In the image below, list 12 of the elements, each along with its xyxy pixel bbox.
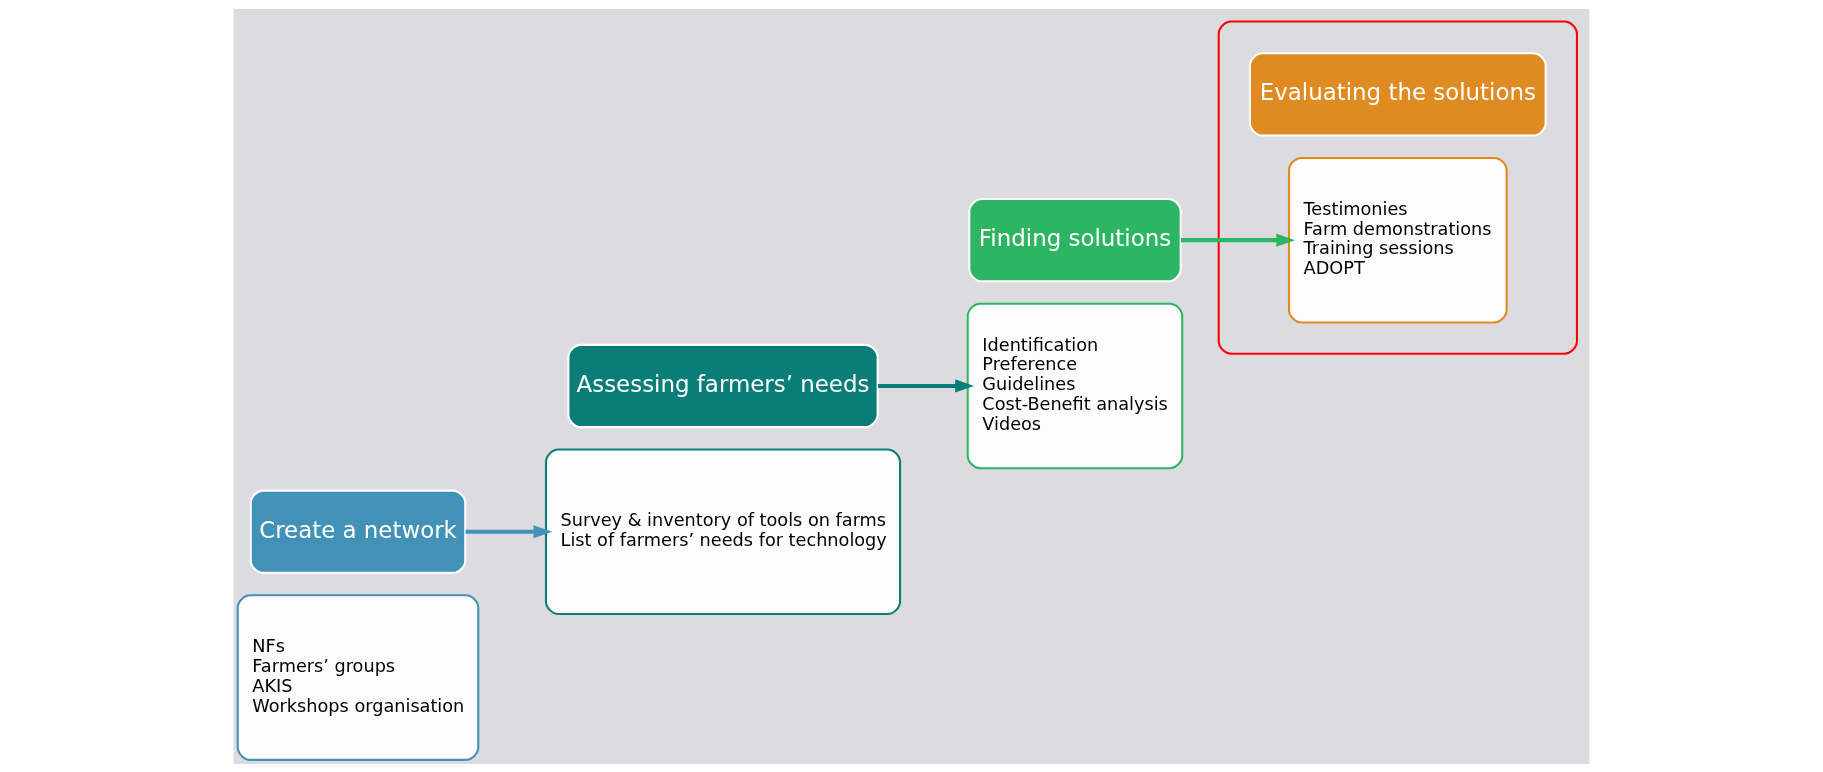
arrow [878, 378, 974, 393]
arrow [1181, 233, 1296, 247]
node-box: Finding solutions [968, 197, 1182, 282]
node-box: Identification Preference Guidelines Cost-Benefit analysis Videos [966, 302, 1184, 469]
arrow [465, 524, 553, 538]
node-box: Testimonies Farm demonstrations Training sessions ADOPT [1287, 156, 1508, 323]
node-box: NFs Farmers’ groups AKIS Workshops organisation [236, 593, 480, 761]
cluster [1217, 19, 1578, 355]
node-box: Create a network [249, 489, 467, 574]
node-box: Evaluating the solutions [1248, 51, 1547, 137]
node-box: Assessing farmers’ needs [567, 343, 879, 428]
node-box: Survey & inventory of tools on farms List of farmers’ needs for technology [544, 447, 902, 615]
